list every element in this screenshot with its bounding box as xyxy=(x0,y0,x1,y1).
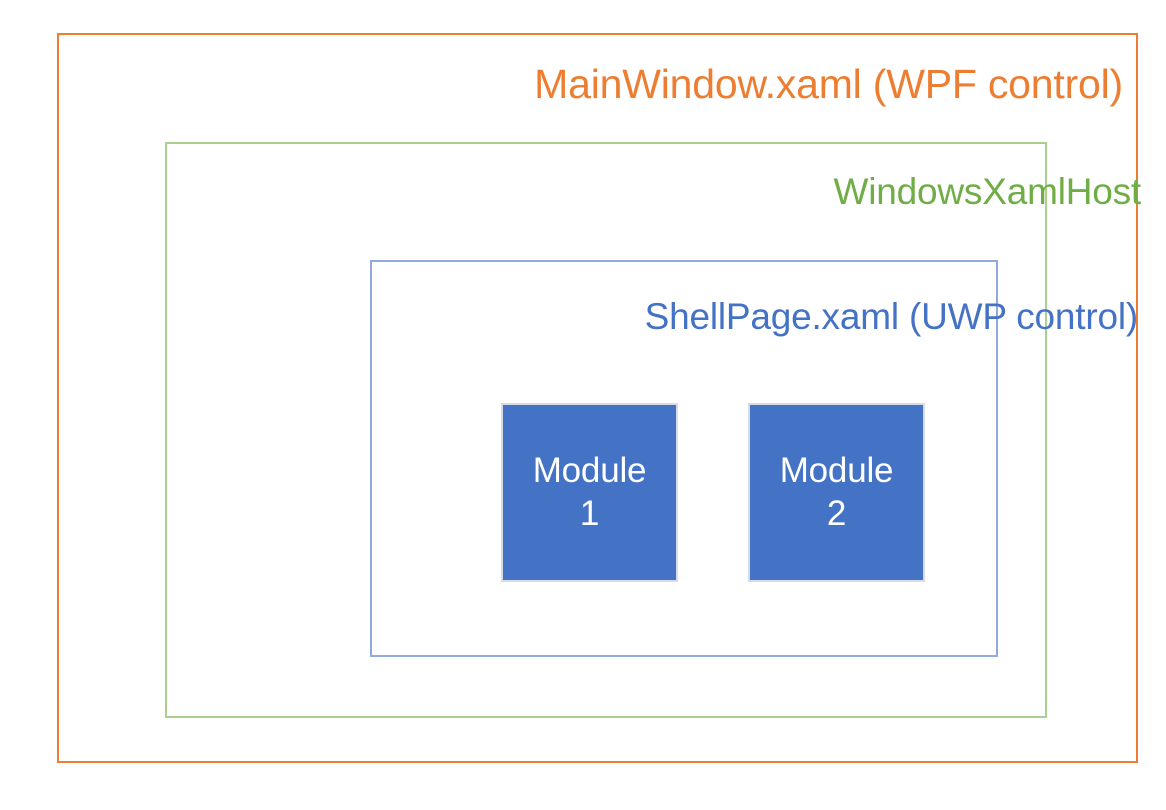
label-shellpage-uwp: ShellPage.xaml (UWP control) xyxy=(644,296,1139,337)
label-windowsxamlhost: WindowsXamlHost xyxy=(833,171,1142,212)
frame-mainwindow-wpf xyxy=(57,33,1138,763)
module-box-2: Module 2 xyxy=(748,403,925,582)
module-box-1: Module 1 xyxy=(501,403,678,582)
frame-windowsxamlhost xyxy=(165,142,1047,718)
module-1-number: 1 xyxy=(579,493,600,533)
module-2-text: Module 2 xyxy=(780,450,894,535)
frame-shellpage-uwp xyxy=(370,260,998,657)
module-1-text: Module 1 xyxy=(533,450,647,535)
module-1-name: Module xyxy=(532,450,647,490)
label-mainwindow-wpf: MainWindow.xaml (WPF control) xyxy=(534,61,1123,107)
module-2-number: 2 xyxy=(826,493,847,533)
module-2-name: Module xyxy=(779,450,894,490)
